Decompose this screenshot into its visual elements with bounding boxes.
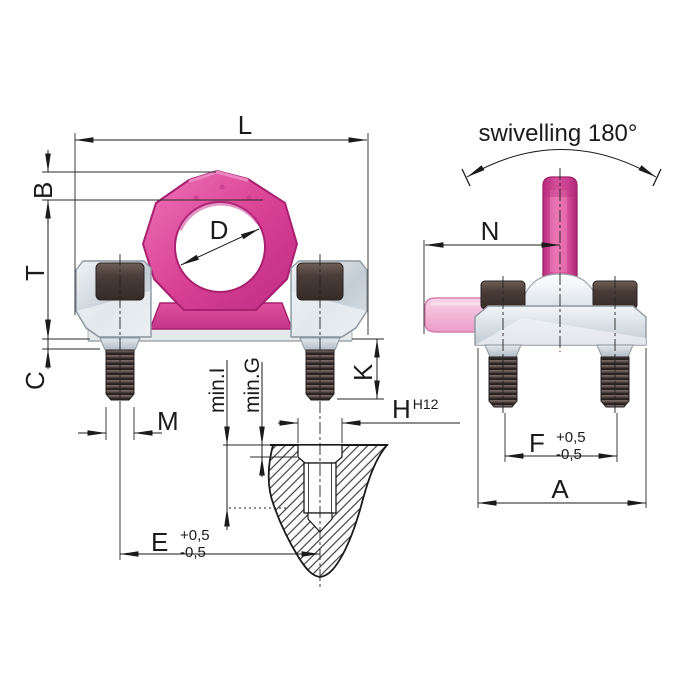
dim-B-label: B	[28, 182, 58, 199]
dim-E-label: E	[151, 527, 168, 557]
dim-A: A	[477, 348, 647, 508]
dim-C-label: C	[20, 371, 50, 390]
ring-edge-top-shade	[543, 177, 577, 197]
dim-N: N	[423, 216, 560, 334]
dim-H-letter: H	[392, 394, 411, 424]
dim-F-tol-upper: +0,5	[556, 429, 586, 446]
ring-hole-shadow	[178, 201, 260, 231]
dim-H-fit: H12	[413, 396, 439, 412]
ring-dimple	[219, 184, 225, 190]
right-clamp-facet	[292, 291, 366, 336]
dim-E-tol-upper: +0,5	[180, 527, 210, 544]
side-view	[424, 176, 647, 408]
ring-edge-panel	[550, 190, 567, 272]
dim-F-label: F	[529, 428, 545, 458]
ring-highlight	[188, 170, 249, 183]
dim-N-label: N	[481, 216, 500, 246]
dim-D-label: D	[210, 215, 229, 245]
dim-L: L	[74, 110, 369, 335]
side-body-facet	[475, 318, 646, 345]
swivelled-ring-ghost	[424, 297, 489, 333]
swivel-label: swivelling 180°	[478, 120, 637, 147]
dim-M: M	[78, 406, 179, 440]
left-clamp-facet	[77, 291, 150, 336]
dim-K-label: K	[348, 363, 378, 381]
ring-dimple	[246, 195, 252, 201]
dim-min-I: min.I	[206, 360, 230, 530]
section-view	[223, 444, 389, 578]
swivel-arc-tick	[461, 168, 471, 187]
dim-min-G-label: min.G	[241, 357, 264, 413]
dimension-annotations: L B T C D	[20, 110, 662, 561]
dim-M-label: M	[157, 406, 179, 436]
swivel-annotation: swivelling 180°	[461, 120, 662, 187]
swivel-arc-tick	[652, 168, 662, 187]
dim-T: T	[20, 200, 51, 338]
dim-T-label: T	[20, 265, 50, 281]
dim-L-label: L	[238, 110, 252, 140]
ring-dimple	[193, 195, 199, 201]
dim-E-tol-lower: -0,5	[180, 544, 206, 561]
dim-min-G: min.G	[241, 357, 265, 477]
dim-C: C	[20, 319, 100, 390]
dim-E: E +0,5 -0,5	[119, 407, 320, 561]
dim-F: F +0,5 -0,5	[504, 413, 618, 463]
dim-B: B	[28, 150, 263, 201]
dim-A-label: A	[551, 474, 569, 504]
dim-D: D	[180, 215, 260, 266]
centerlines	[119, 168, 616, 588]
dim-F-tol-lower: -0,5	[556, 446, 582, 463]
dim-min-I-label: min.I	[206, 367, 229, 413]
swivel-arc	[466, 149, 657, 178]
dim-K: K	[337, 338, 384, 400]
